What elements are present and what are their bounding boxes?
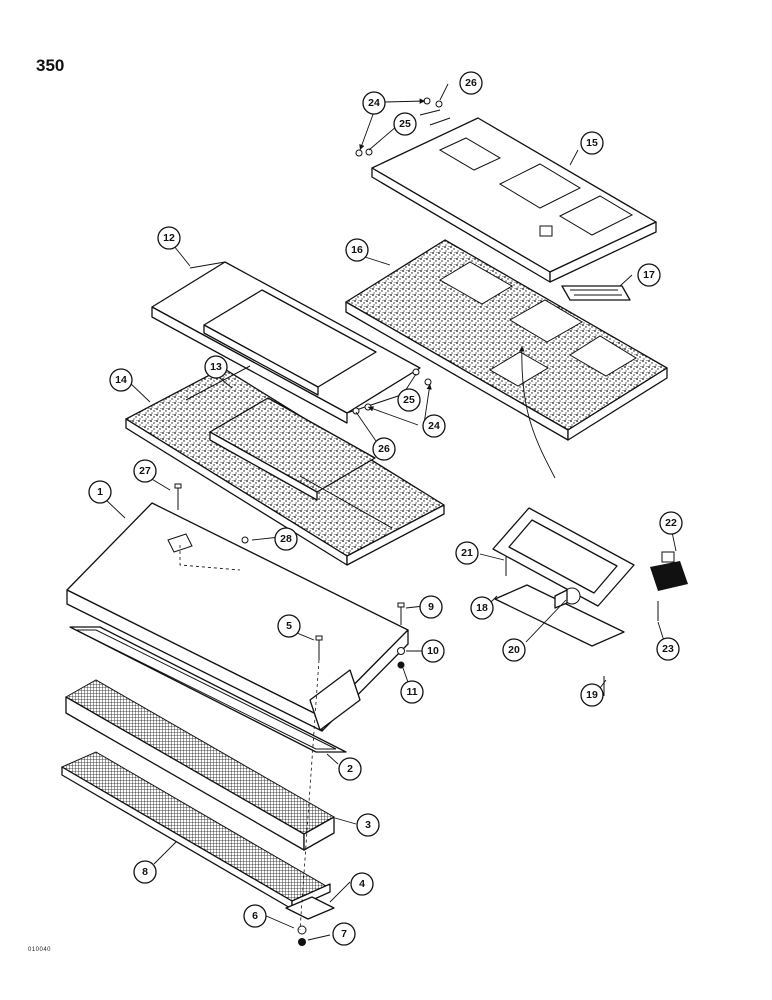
clip-bracket [561,285,631,301]
callout-label: 11 [406,686,417,698]
callout-label: 14 [115,374,127,386]
callout-label: 25 [403,394,415,406]
leader-lines [103,83,677,941]
nut-washer [297,925,307,946]
callout-1: 1 [88,480,112,504]
figure-code: 010040 [28,947,52,953]
callout-20: 20 [502,638,526,662]
callout-14: 14 [109,368,133,392]
callout-label: 2 [347,763,353,775]
callout-7: 7 [332,922,356,946]
gasket [69,626,347,753]
callout-label: 5 [286,620,292,632]
callout-2: 2 [338,757,362,781]
callout-19: 19 [580,683,604,707]
foam-pad-upper-right [345,239,668,441]
switch [650,551,688,591]
assembly-arrow [519,345,556,479]
callout-label: 21 [461,547,473,559]
callout-label: 6 [252,910,258,922]
callout-24-mid: 24 [422,414,446,438]
callout-22: 22 [659,511,683,535]
callout-10: 10 [421,639,445,663]
callout-4: 4 [350,872,374,896]
callout-25-top: 25 [393,112,417,136]
callout-label: 25 [399,118,411,130]
callout-label: 22 [665,517,677,529]
callout-label: 23 [662,643,674,655]
callout-label: 26 [465,77,477,89]
top-cover-plate [371,109,657,283]
callout-23: 23 [656,637,680,661]
callout-label: 26 [378,443,390,455]
callout-8: 8 [133,860,157,884]
callout-15: 15 [580,131,604,155]
callout-17: 17 [637,263,661,287]
callout-3: 3 [356,813,380,837]
foam-mat-lower-left [125,365,445,566]
housing-box [66,502,409,732]
callout-18: 18 [470,596,494,620]
callout-28: 28 [274,527,298,551]
callout-label: 20 [508,644,520,656]
callout-9: 9 [419,595,443,619]
bottom-plate [285,896,335,920]
callout-24-top: 24 [362,91,386,115]
dome-lamp-assembly [492,507,635,647]
callout-label: 24 [428,420,440,432]
callout-13: 13 [204,355,228,379]
callout-6: 6 [243,904,267,928]
callout-label: 24 [368,97,380,109]
callout-label: 3 [365,819,371,831]
callout-26-top: 26 [459,71,483,95]
callout-26-mid: 26 [372,437,396,461]
callout-label: 18 [476,602,488,614]
fasteners [174,483,659,931]
callout-label: 7 [341,928,347,940]
callout-12: 12 [157,226,181,250]
callout-label: 9 [428,601,434,613]
callout-label: 16 [351,244,363,256]
callout-21: 21 [455,541,479,565]
callout-27: 27 [133,459,157,483]
callout-label: 10 [427,645,439,657]
filter-element [64,679,336,851]
callout-label: 27 [139,465,151,477]
callout-25-mid: 25 [397,388,421,412]
callout-label: 12 [163,232,175,244]
callout-label: 1 [97,486,103,498]
callout-label: 8 [142,866,148,878]
callout-label: 19 [586,689,598,701]
callout-label: 17 [643,269,655,281]
callout-label: 4 [359,878,365,890]
callout-label: 28 [280,533,292,545]
callout-label: 13 [210,361,222,373]
callout-16: 16 [345,238,369,262]
callout-label: 15 [586,137,598,149]
callout-11: 11 [400,680,424,704]
page-number: 350 [36,56,65,75]
callout-5: 5 [277,614,301,638]
